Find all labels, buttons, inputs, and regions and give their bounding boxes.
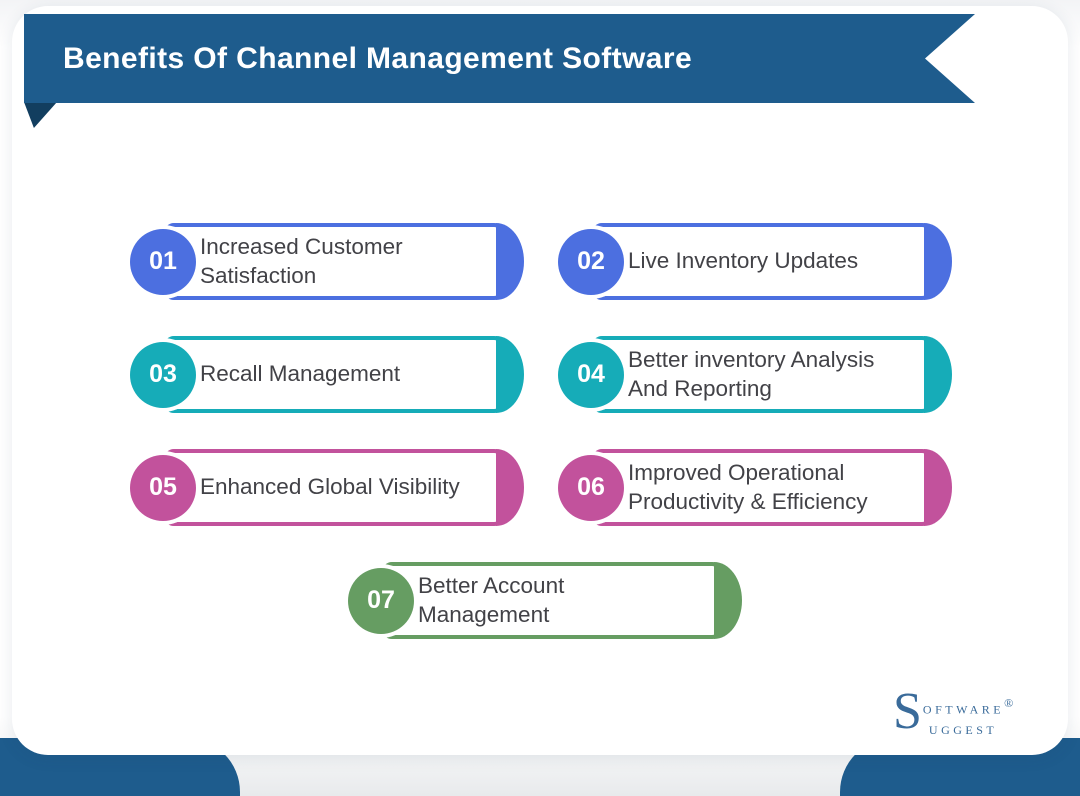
benefit-item-04: 04 Better inventory Analysis And Reporti… bbox=[558, 336, 952, 413]
item-label: Increased Customer Satisfaction bbox=[200, 234, 403, 288]
item-number-badge: 06 bbox=[558, 454, 624, 521]
logo-line1: oftware® bbox=[922, 696, 1014, 718]
item-label: Better inventory Analysis And Reporting bbox=[628, 347, 875, 401]
item-number-badge: 01 bbox=[130, 228, 196, 295]
softwaresuggest-logo: S oftware® uggest bbox=[893, 683, 1014, 740]
benefit-item-03: 03 Recall Management bbox=[130, 336, 524, 413]
benefit-item-05: 05 Enhanced Global Visibility bbox=[130, 449, 524, 526]
logo-big-s: S bbox=[893, 683, 922, 740]
item-number-badge: 02 bbox=[558, 228, 624, 295]
item-number-badge: 04 bbox=[558, 341, 624, 408]
item-label: Live Inventory Updates bbox=[628, 248, 859, 274]
benefit-item-06: 06 Improved Operational Productivity & E… bbox=[558, 449, 952, 526]
item-label: Better Account Management bbox=[418, 573, 565, 627]
item-number-badge: 07 bbox=[348, 567, 414, 634]
registered-mark: ® bbox=[1004, 696, 1014, 710]
logo-line2: uggest bbox=[928, 718, 998, 738]
benefit-item-07: 07 Better Account Management bbox=[348, 562, 742, 639]
page-title: Benefits Of Channel Management Software bbox=[63, 41, 693, 75]
item-number-badge: 03 bbox=[130, 341, 196, 408]
item-label: Recall Management bbox=[200, 361, 401, 387]
title-ribbon: Benefits Of Channel Management Software bbox=[24, 14, 975, 103]
benefit-item-01: 01 Increased Customer Satisfaction bbox=[130, 223, 524, 300]
item-number-badge: 05 bbox=[130, 454, 196, 521]
benefit-item-02: 02 Live Inventory Updates bbox=[558, 223, 952, 300]
item-label: Improved Operational Productivity & Effi… bbox=[628, 460, 868, 514]
item-label: Enhanced Global Visibility bbox=[200, 474, 460, 500]
